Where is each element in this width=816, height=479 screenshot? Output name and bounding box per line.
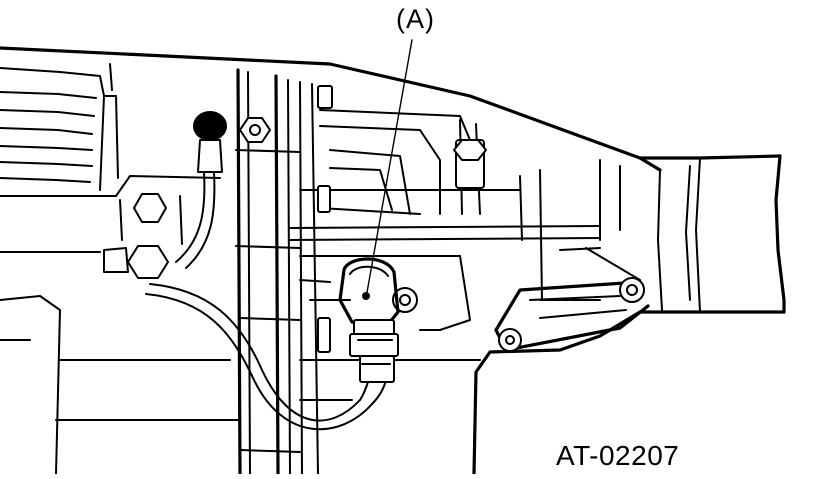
shift-linkage-bracket [494, 247, 650, 352]
bolt-top-center [239, 117, 271, 143]
bolt-small-2 [317, 185, 331, 213]
bolt-small-3 [317, 317, 331, 353]
callout-label-a: (A) [396, 4, 435, 34]
bolt-left [133, 193, 167, 223]
bolt-small-1 [317, 85, 333, 109]
sensor-part-a [338, 257, 400, 383]
bolt-upper-right [453, 139, 487, 189]
sensor-connector [349, 333, 399, 357]
harness-clamp [103, 247, 129, 273]
wire-harness [103, 111, 387, 431]
harness-connector-upper [193, 111, 227, 141]
callout-leader-line [365, 39, 413, 299]
valve-body-flange [235, 68, 601, 476]
case-ribs-left [0, 63, 241, 475]
bolt-harness-clamp [127, 245, 169, 279]
figure-id: AT-02207 [556, 440, 680, 471]
transmission-case-outline [0, 46, 786, 476]
